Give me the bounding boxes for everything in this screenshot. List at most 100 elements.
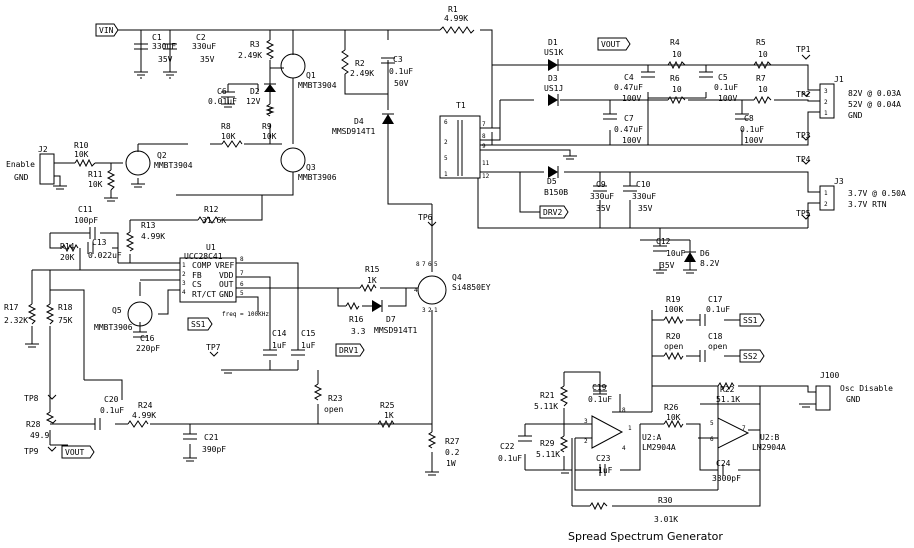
val-c24: 3300pF [712, 474, 741, 483]
q4-pin-7: 7 [422, 261, 426, 268]
val-r26: 10K [666, 413, 681, 422]
ref-r5: R5 [756, 38, 766, 47]
ref-r25: R25 [380, 401, 395, 410]
t1-pin-11: 11 [482, 160, 490, 167]
u1-num-5: 5 [240, 290, 244, 297]
ref-c17: C17 [708, 295, 723, 304]
ref-r30: R30 [658, 496, 673, 505]
val-c23: 1uF [598, 466, 613, 475]
val-c13: 0.022uF [88, 251, 122, 260]
net-vout-top-label: VOUT [601, 40, 620, 49]
ref-q4: Q4 [452, 273, 462, 282]
val2-c8: 100V [744, 136, 763, 145]
tp5-label: TP5 [796, 209, 811, 218]
ref-u1: U1 [206, 243, 216, 252]
j3-pin-2: 2 [824, 201, 828, 208]
val-r3: 2.49K [238, 51, 262, 60]
val-c1: 330uF [152, 42, 176, 51]
val-q3: MMBT3906 [298, 173, 337, 182]
val-d4: MMSD914T1 [332, 127, 376, 136]
ref-c16: C16 [140, 334, 155, 343]
symbols [25, 23, 835, 511]
ref-r20: R20 [666, 332, 681, 341]
ref-r6: R6 [670, 74, 680, 83]
ref-c11: C11 [78, 205, 93, 214]
u2a-pin-1: 1 [628, 425, 632, 432]
val-c16: 220pF [136, 344, 160, 353]
q4-pin-6: 6 [428, 261, 432, 268]
val-q5: MMBT3906 [94, 323, 133, 332]
u1-freq-note: freq = 100KHz [222, 311, 269, 318]
ref-c24: C24 [716, 459, 731, 468]
val-j2-enable: Enable [6, 160, 35, 169]
ref-r18: R18 [58, 303, 73, 312]
val-j3-3v7: 3.7V @ 0.50A [848, 189, 906, 198]
val-c5: 0.1uF [714, 83, 738, 92]
ref-c15: C15 [301, 329, 316, 338]
val-c20: 0.1uF [100, 406, 124, 415]
ref-r13: R13 [141, 221, 156, 230]
labels: VIN VOUT VOUT SS1 SS1 SS2 DRV1 DRV2 R1 4… [4, 5, 906, 543]
diagram-title: Spread Spectrum Generator [568, 530, 723, 543]
val-j100-osc: Osc Disable [840, 384, 893, 393]
val-r12: 31.6K [202, 216, 226, 225]
ref-c5: C5 [718, 73, 728, 82]
j1-pin-1: 1 [824, 110, 828, 117]
q4-pin-2: 2 [428, 307, 432, 314]
ref-r26: R26 [664, 403, 679, 412]
val-j2-gnd: GND [14, 173, 29, 182]
j1-pin-2: 2 [824, 99, 828, 106]
ref-j3: J3 [834, 177, 844, 186]
val-r19: 100K [664, 305, 683, 314]
val-r4: 10 [672, 50, 682, 59]
val-r10: 10K [74, 150, 89, 159]
val-r29: 5.11K [536, 450, 560, 459]
ref-d5: D5 [547, 177, 557, 186]
ref-r2: R2 [355, 59, 365, 68]
val-c22: 0.1uF [498, 454, 522, 463]
val-r7: 10 [758, 85, 768, 94]
val-r28: 49.9 [30, 431, 49, 440]
ref-r28: R28 [26, 420, 41, 429]
val-c8: 0.1uF [740, 125, 764, 134]
val-c3: 0.1uF [389, 67, 413, 76]
u1-pin-vdd: VDD [219, 271, 234, 280]
val-r23: open [324, 405, 343, 414]
t1-pin-9: 9 [482, 143, 486, 150]
val-r1: 4.99K [444, 14, 468, 23]
val-c7: 0.47uF [614, 125, 643, 134]
tp7-label: TP7 [206, 343, 221, 352]
tp1-label: TP1 [796, 45, 811, 54]
q4-pin-4: 4 [414, 287, 418, 294]
val2-c7: 100V [622, 136, 641, 145]
q4-pin-8: 8 [416, 261, 420, 268]
ref-r23: R23 [328, 394, 343, 403]
ref-r17: R17 [4, 303, 19, 312]
ref-r7: R7 [756, 74, 766, 83]
u1-num-8: 8 [240, 256, 244, 263]
ref-u2b: U2:B [760, 433, 779, 442]
u2b-pin-6: 6 [710, 436, 714, 443]
val-u2a: LM2904A [642, 443, 676, 452]
val-q2: MMBT3904 [154, 161, 193, 170]
ref-r11: R11 [88, 170, 103, 179]
val-u1: UCC28C41 [184, 252, 223, 261]
val-r5: 10 [758, 50, 768, 59]
val2-c5: 100V [718, 94, 737, 103]
ref-r27: R27 [445, 437, 460, 446]
val-c9: 330uF [590, 192, 614, 201]
ref-c23: C23 [596, 454, 611, 463]
u1-num-6: 6 [240, 281, 244, 288]
u1-pin-comp: COMP [192, 261, 211, 270]
u1-num-2: 2 [182, 271, 186, 278]
val-r27: 0.2 [445, 448, 460, 457]
ref-c13: C13 [92, 238, 107, 247]
ref-d6: D6 [700, 249, 710, 258]
ref-c22: C22 [500, 442, 515, 451]
net-ss1-u1-label: SS1 [191, 320, 206, 329]
val-r20: open [664, 342, 683, 351]
val-d7: MMSD914T1 [374, 326, 418, 335]
val-r21: 5.11K [534, 402, 558, 411]
val-r30: 3.01K [654, 515, 678, 524]
val-d3: US1J [544, 84, 563, 93]
